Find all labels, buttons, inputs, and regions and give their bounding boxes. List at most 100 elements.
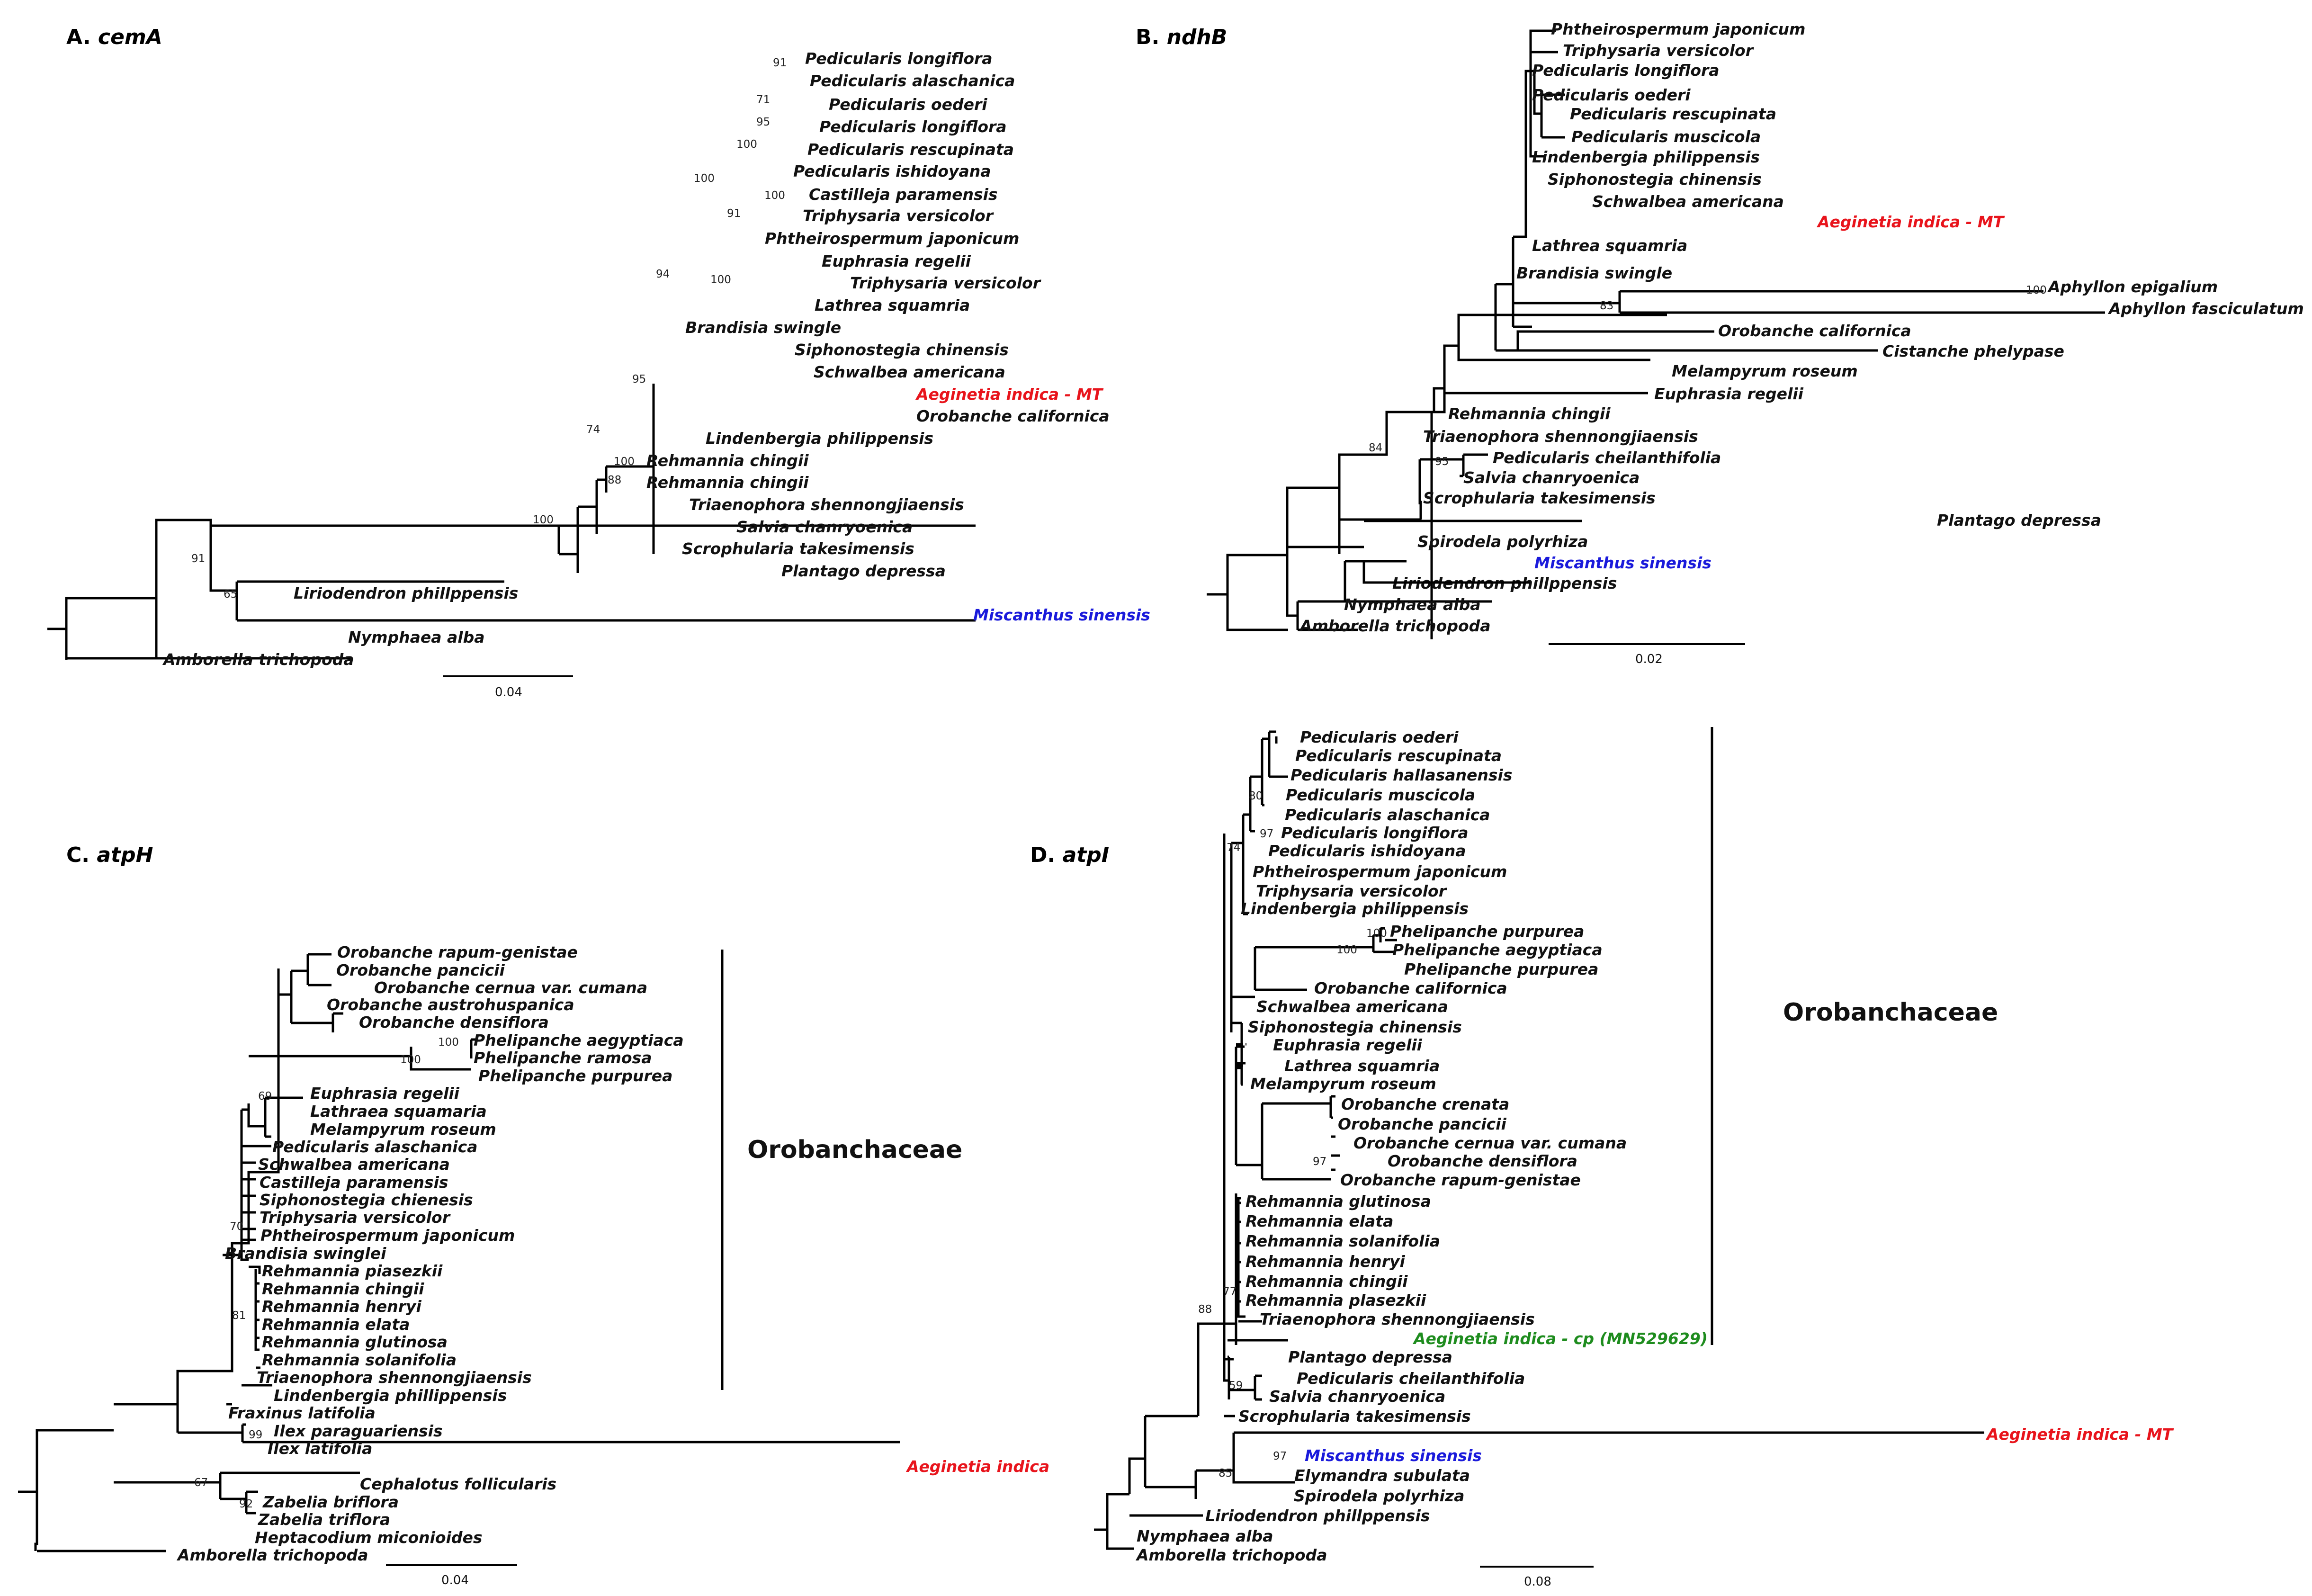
tip-label: Triaenophora shennongjiaensis — [257, 1368, 532, 1387]
tip-label: Nymphaea alba — [1137, 1527, 1273, 1545]
tip-label: Triaenophora shennongjiaensis — [689, 495, 964, 514]
panel-c: C. atpH Orobanche rapum-genistae Orobanc… — [18, 843, 1049, 1587]
support-value: 59 — [1229, 1380, 1243, 1392]
tip-label: Pedicularis rescupinata — [1295, 746, 1502, 765]
tip-label: Rehmannia chingii — [646, 473, 809, 492]
tip-label: Orobanche pancicii — [336, 961, 505, 979]
tip-label: Pedicularis oederi — [829, 95, 987, 114]
support-value: 83 — [1600, 300, 1613, 312]
tip-label: Euphrasia regelii — [1273, 1036, 1423, 1054]
tip-label: Orobanche californica — [916, 407, 1110, 425]
panel-c-title: C. atpH — [66, 843, 153, 867]
support-value: 88 — [608, 474, 621, 486]
panel-c-supports: 100 100 69 70 81 99 67 92 — [194, 1036, 459, 1510]
support-value: 100 — [438, 1036, 459, 1049]
panel-b: B. ndhB Phtheirospermum japonicum Triphy… — [1136, 20, 2304, 666]
tip-label: Triphysaria versicolor — [1563, 41, 1754, 60]
tip-label: Liriodendron phillppensis — [294, 584, 518, 602]
tip-label: Phtheirospermum japonicum — [765, 229, 1019, 248]
tip-label: Rehmannia piasezkii — [262, 1262, 443, 1280]
tip-label: Pedicularis alaschanica — [272, 1138, 477, 1156]
panel-d-tree — [1094, 730, 1984, 1550]
support-value: 100 — [2026, 284, 2047, 296]
tip-label: Pedicularis alaschanica — [810, 72, 1015, 90]
tip-label: Scrophularia takesimensis — [1423, 489, 1656, 507]
tip-label: Phelipanche aegyptiaca — [1392, 941, 1603, 959]
tip-label: Schwalbea americana — [1256, 997, 1448, 1016]
tip-label: Brandisia swingle — [685, 318, 841, 337]
scale-bar-label: 0.04 — [441, 1573, 469, 1587]
tip-label: Castilleja paramensis — [260, 1173, 448, 1192]
tip-label: Nymphaea alba — [348, 628, 485, 646]
tip-label: Pedicularis muscicola — [1286, 786, 1475, 804]
family-label: Orobanchaceae — [1783, 998, 1998, 1027]
support-value: 91 — [191, 553, 205, 565]
tip-label: Pedicularis cheilanthifolia — [1493, 448, 1721, 467]
panel-c-tips: Orobanche rapum-genistae Orobanche panci… — [176, 943, 1049, 1564]
tip-label: Aphyllon fasciculatum — [2107, 299, 2304, 318]
tip-label: Orobanche cernua var. cumana — [1353, 1134, 1627, 1152]
tip-label: Amborella trichopoda — [1135, 1546, 1327, 1564]
support-value: 92 — [239, 1498, 253, 1510]
tip-label: Siphonostegia chinensis — [1248, 1018, 1462, 1036]
tip-label: Cephalotus follicularis — [360, 1475, 556, 1493]
tip-label: Rehmannia henryi — [262, 1297, 422, 1316]
tip-label: Amborella trichopoda — [162, 650, 354, 669]
support-value: 97 — [1313, 1156, 1326, 1168]
tip-label: Scrophularia takesimensis — [1238, 1407, 1471, 1426]
tip-label: Lindenbergia phillippensis — [274, 1386, 507, 1405]
tip-label: Siphonostegia chinensis — [795, 341, 1009, 359]
tip-label: Pedicularis oederi — [1532, 86, 1691, 104]
panel-d-tips: Pedicularis oederi Pedicularis rescupina… — [1135, 728, 2174, 1564]
support-value: 100 — [400, 1054, 421, 1066]
support-value: 94 — [656, 268, 670, 280]
panel-c-family-bracket: Orobanchaceae — [721, 950, 962, 1390]
tip-label: Phelipanche purpurea — [1404, 960, 1598, 978]
tip-label: Phelipanche purpurea — [478, 1067, 672, 1085]
tip-label-miscanthus: Miscanthus sinensis — [1305, 1446, 1482, 1465]
tip-label: Scrophularia takesimensis — [682, 539, 914, 558]
tip-label: Siphonostegia chinensis — [1548, 170, 1762, 188]
tip-label: Pedicularis rescupinata — [807, 140, 1014, 159]
tip-label: Pedicularis hallasanensis — [1290, 766, 1513, 784]
tip-label: Elymandra subulata — [1294, 1466, 1470, 1485]
support-value: 95 — [632, 373, 646, 386]
scale-bar-label: 0.02 — [1635, 652, 1663, 666]
panel-d-branches — [1230, 927, 1397, 1181]
tip-label: Plantago depressa — [1937, 511, 2101, 529]
tip-label: Pedicularis ishidoyana — [1268, 842, 1466, 860]
tip-label: Plantago depressa — [1288, 1348, 1452, 1366]
support-value: 71 — [756, 94, 770, 106]
tip-label: Rehmannia glutinosa — [262, 1333, 448, 1351]
tip-label: Lathrea squamria — [1284, 1057, 1440, 1075]
support-value: 100 — [1336, 944, 1357, 956]
panel-a: A. cemA — [47, 25, 1150, 699]
support-value: 67 — [194, 1477, 208, 1489]
tip-label: Rehmannia solanifolia — [262, 1351, 457, 1369]
tip-label: Rehmannia chingii — [262, 1280, 424, 1298]
tip-label: Orobanche densiflora — [359, 1013, 549, 1031]
panel-b-tips: Phtheirospermum japonicum Triphysaria ve… — [1299, 20, 2304, 635]
tip-label: Zabelia briflora — [262, 1493, 399, 1511]
tip-label: Phelipanche ramosa — [474, 1049, 652, 1067]
tip-label: Orobanche rapum-genistae — [337, 943, 578, 961]
scale-bar-label: 0.04 — [495, 685, 522, 699]
tip-label: Pedicularis oederi — [1300, 728, 1459, 746]
family-label: Orobanchaceae — [747, 1136, 962, 1164]
tip-label: Schwalbea americana — [258, 1155, 450, 1174]
support-value: 100 — [1366, 927, 1387, 940]
panel-a-tree — [47, 384, 976, 660]
panel-a-supports: 91 71 95 100 100 91 100 94 100 95 74 100… — [191, 57, 787, 601]
tip-label: Pedicularis alaschanica — [1285, 806, 1490, 824]
tip-label-aeginetia-mt: Aeginetia indica - MT — [915, 385, 1104, 403]
tip-label: Salvia chanryoenica — [1269, 1387, 1445, 1406]
support-value: 91 — [727, 207, 741, 220]
support-value: 85 — [1219, 1467, 1232, 1479]
tip-label: Schwalbea americana — [814, 363, 1005, 381]
tip-label: Triphysaria versicolor — [850, 274, 1041, 292]
scale-bar-label: 0.08 — [1524, 1575, 1551, 1589]
support-value: 84 — [1369, 442, 1382, 454]
tip-label: Rehmannia plasezkii — [1246, 1291, 1426, 1309]
tip-label: Orobanche rapum-genistae — [1340, 1171, 1581, 1189]
